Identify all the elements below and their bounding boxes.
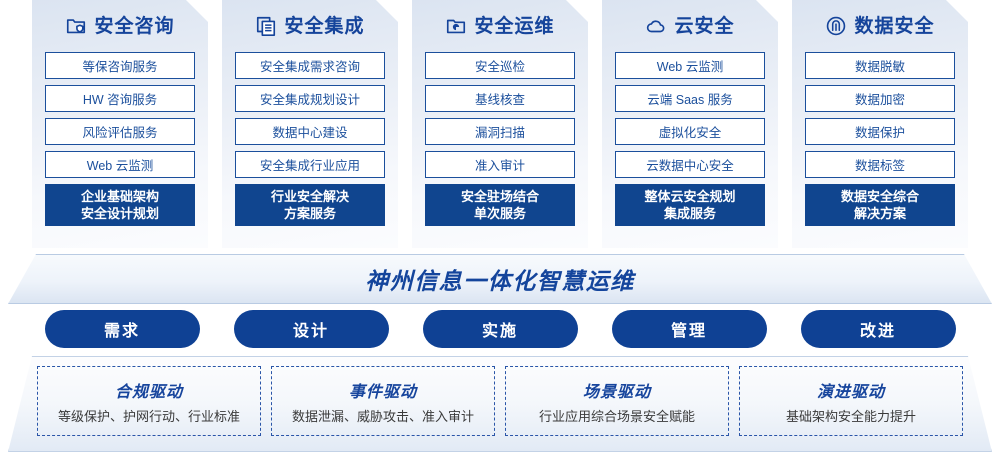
folder-chart-icon xyxy=(445,15,467,37)
card-summary-line2: 单次服务 xyxy=(473,206,526,221)
card-summary[interactable]: 数据安全综合 解决方案 xyxy=(805,184,955,226)
card-title: 安全运维 xyxy=(474,15,555,37)
card-summary-line1: 行业安全解决 xyxy=(270,189,349,204)
card-summary-line2: 安全设计规划 xyxy=(80,206,159,221)
driver-description: 数据泄漏、威胁攻击、准入审计 xyxy=(291,408,474,424)
card-item[interactable]: Web 云监测 xyxy=(615,52,765,79)
driver-title: 场景驱动 xyxy=(582,383,651,401)
card-item[interactable]: 安全集成行业应用 xyxy=(235,151,385,178)
card-item[interactable]: 基线核查 xyxy=(425,85,575,112)
driver-title: 合规驱动 xyxy=(114,383,183,401)
card-summary[interactable]: 行业安全解决 方案服务 xyxy=(235,184,385,226)
driver-compliance[interactable]: 合规驱动 等级保护、护网行动、行业标准 xyxy=(37,366,261,436)
card-item[interactable]: 准入审计 xyxy=(425,151,575,178)
card-header: 安全运维 xyxy=(425,0,575,52)
driver-description: 行业应用综合场景安全赋能 xyxy=(538,408,695,424)
folder-shield-icon xyxy=(65,15,87,37)
card-header: 数据安全 xyxy=(805,0,955,52)
card-item[interactable]: 数据脱敏 xyxy=(805,52,955,79)
card-item[interactable]: 漏洞扫描 xyxy=(425,118,575,145)
card-summary-line1: 企业基础架构 xyxy=(80,189,159,204)
card-summary[interactable]: 整体云安全规划 集成服务 xyxy=(615,184,765,226)
card-item[interactable]: 等保咨询服务 xyxy=(45,52,195,79)
lifecycle-pill-design[interactable]: 设计 xyxy=(233,310,389,348)
cloud-icon xyxy=(645,15,667,37)
capability-card-security-consulting[interactable]: 安全咨询 等保咨询服务 HW 咨询服务 风险评估服务 Web 云监测 企业基础架… xyxy=(32,0,208,248)
capability-card-cloud-security[interactable]: 云安全 Web 云监测 云端 Saas 服务 虚拟化安全 云数据中心安全 整体云… xyxy=(602,0,778,248)
card-summary-line1: 安全驻场结合 xyxy=(460,189,539,204)
card-title: 云安全 xyxy=(674,15,735,37)
card-summary[interactable]: 安全驻场结合 单次服务 xyxy=(425,184,575,226)
card-title: 数据安全 xyxy=(854,15,935,37)
card-summary-line2: 集成服务 xyxy=(663,206,716,221)
lifecycle-pill-implementation[interactable]: 实施 xyxy=(422,310,578,348)
drivers-panel xyxy=(8,356,992,452)
card-item[interactable]: 数据保护 xyxy=(805,118,955,145)
card-item[interactable]: 云数据中心安全 xyxy=(615,151,765,178)
card-item[interactable]: 安全集成需求咨询 xyxy=(235,52,385,79)
lifecycle-pill-management[interactable]: 管理 xyxy=(611,310,767,348)
card-summary-line1: 数据安全综合 xyxy=(840,189,919,204)
card-item[interactable]: 风险评估服务 xyxy=(45,118,195,145)
card-item[interactable]: 安全巡检 xyxy=(425,52,575,79)
card-header: 安全咨询 xyxy=(45,0,195,52)
card-summary-line2: 解决方案 xyxy=(853,206,906,221)
lifecycle-pills-row: 需求 设计 实施 管理 改进 xyxy=(0,310,1000,348)
lifecycle-pill-requirement[interactable]: 需求 xyxy=(44,310,200,348)
capability-card-security-operations[interactable]: 安全运维 安全巡检 基线核查 漏洞扫描 准入审计 安全驻场结合 单次服务 xyxy=(412,0,588,248)
card-item[interactable]: 云端 Saas 服务 xyxy=(615,85,765,112)
driver-title: 演进驱动 xyxy=(816,383,885,401)
driver-evolution[interactable]: 演进驱动 基础架构安全能力提升 xyxy=(739,366,963,436)
card-item[interactable]: 数据中心建设 xyxy=(235,118,385,145)
card-summary-line2: 方案服务 xyxy=(283,206,336,221)
card-summary-line1: 整体云安全规划 xyxy=(644,189,736,204)
card-item[interactable]: Web 云监测 xyxy=(45,151,195,178)
card-title: 安全集成 xyxy=(284,15,365,37)
lifecycle-pill-improvement[interactable]: 改进 xyxy=(800,310,956,348)
documents-stack-icon xyxy=(255,15,277,37)
card-item[interactable]: HW 咨询服务 xyxy=(45,85,195,112)
card-item[interactable]: 数据加密 xyxy=(805,85,955,112)
drivers-row: 合规驱动 等级保护、护网行动、行业标准 事件驱动 数据泄漏、威胁攻击、准入审计 … xyxy=(0,356,1000,452)
driver-description: 等级保护、护网行动、行业标准 xyxy=(57,408,240,424)
card-item[interactable]: 数据标签 xyxy=(805,151,955,178)
capability-card-data-security[interactable]: 数据安全 数据脱敏 数据加密 数据保护 数据标签 数据安全综合 解决方案 xyxy=(792,0,968,248)
card-item[interactable]: 虚拟化安全 xyxy=(615,118,765,145)
driver-scenario[interactable]: 场景驱动 行业应用综合场景安全赋能 xyxy=(505,366,729,436)
capability-card-security-integration[interactable]: 安全集成 安全集成需求咨询 安全集成规划设计 数据中心建设 安全集成行业应用 行… xyxy=(222,0,398,248)
card-item[interactable]: 安全集成规划设计 xyxy=(235,85,385,112)
card-summary[interactable]: 企业基础架构 安全设计规划 xyxy=(45,184,195,226)
card-header: 云安全 xyxy=(615,0,765,52)
driver-description: 基础架构安全能力提升 xyxy=(785,408,916,424)
card-header: 安全集成 xyxy=(235,0,385,52)
capability-cards-row: 安全咨询 等保咨询服务 HW 咨询服务 风险评估服务 Web 云监测 企业基础架… xyxy=(0,0,1000,250)
fingerprint-icon xyxy=(825,15,847,37)
card-title: 安全咨询 xyxy=(94,15,175,37)
platform-banner: 神州信息一体化智慧运维 xyxy=(8,254,992,304)
banner-title: 神州信息一体化智慧运维 xyxy=(365,268,635,294)
driver-title: 事件驱动 xyxy=(348,383,417,401)
driver-incident[interactable]: 事件驱动 数据泄漏、威胁攻击、准入审计 xyxy=(271,366,495,436)
